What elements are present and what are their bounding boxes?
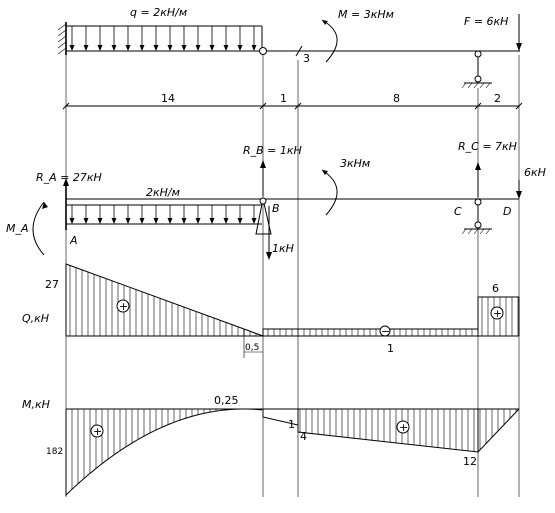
reaction-c-arrow — [475, 162, 481, 170]
reaction-b-label: R_B = 1кН — [243, 144, 302, 157]
m-value-12: 12 — [463, 455, 477, 468]
load-arrow-head — [111, 45, 117, 51]
force-d-label: 6кН — [524, 166, 546, 179]
load-arrow-head — [237, 45, 243, 51]
reaction-a-label: R_A = 27кН — [36, 171, 102, 184]
q-value-05: 0,5 — [245, 343, 259, 353]
m-value-4: 4 — [300, 430, 307, 443]
calc-load-arrow-head — [251, 218, 257, 224]
q-value-6: 6 — [492, 282, 499, 295]
load-arrow-head — [153, 45, 159, 51]
calc-load-arrow-head — [125, 218, 131, 224]
q-negative-region — [243, 328, 479, 337]
dim-2: 2 — [494, 92, 501, 105]
dist-load-label: 2кН/м — [146, 186, 180, 199]
reaction-a-arrow — [63, 178, 69, 186]
calc-load-arrow-head — [111, 218, 117, 224]
support-c-top — [474, 50, 482, 58]
dim-1: 1 — [280, 92, 287, 105]
q-positive-region-2 — [477, 296, 520, 336]
calc-moment-label: 3кНм — [340, 157, 370, 170]
moment-a-arc — [32, 201, 45, 256]
q-sign-neg: − — [381, 325, 390, 338]
wall-hatch — [57, 23, 67, 55]
moment-a-label: M_A — [6, 222, 29, 235]
load-arrow-head — [97, 45, 103, 51]
reaction-b-arrow — [260, 160, 266, 168]
calc-load-arrow-head — [237, 218, 243, 224]
q-hatching — [69, 265, 519, 336]
moment-m-label: M = 3кНм — [338, 8, 394, 21]
calc-load-arrow-head — [209, 218, 215, 224]
load-arrow-head — [195, 45, 201, 51]
load-arrow-head — [181, 45, 187, 51]
force-f-head — [516, 43, 522, 51]
point-c: C — [454, 205, 462, 218]
section-mark — [295, 45, 303, 57]
m-sign-pos-1: + — [93, 425, 102, 438]
moment-arrow-head — [322, 20, 328, 25]
q-sign-pos-1: + — [119, 300, 128, 313]
force-d-arrow — [516, 191, 522, 199]
load-arrow-head — [167, 45, 173, 51]
calc-load-arrow-head — [195, 218, 201, 224]
calc-load-arrow-head — [167, 218, 173, 224]
hinge-b — [259, 47, 267, 55]
dimension-line: 14 1 8 2 — [62, 92, 523, 110]
calc-moment-arrow — [322, 170, 328, 175]
q-axis-label: Q,кН — [22, 312, 49, 325]
m-diagram: M,кН 182 0,25 1 4 12 + + — [22, 394, 520, 497]
calc-load-arrow-head — [97, 218, 103, 224]
load-q-label: q = 2кН/м — [130, 6, 187, 19]
calc-load-arrow-head — [181, 218, 187, 224]
q-value-1: 1 — [387, 342, 394, 355]
m-value-025: 0,25 — [214, 394, 239, 407]
distributed-load-arrows — [69, 26, 257, 51]
force-f-label: F = 6кН — [464, 15, 508, 28]
calc-load-arrows — [69, 205, 257, 224]
calc-load-arrow-head — [139, 218, 145, 224]
force-b-down-arrow — [266, 252, 272, 260]
q-value-27: 27 — [45, 278, 59, 291]
load-arrow-head — [209, 45, 215, 51]
point-a: A — [69, 234, 78, 247]
dim-14: 14 — [161, 92, 175, 105]
load-arrow-head — [125, 45, 131, 51]
load-arrow-head — [83, 45, 89, 51]
m-value-182: 182 — [46, 447, 63, 457]
dim-8: 8 — [393, 92, 400, 105]
calc-load-arrow-head — [83, 218, 89, 224]
force-b-down-label: 1кН — [272, 242, 294, 255]
m-value-1: 1 — [288, 418, 295, 431]
m-sign-pos-2: + — [399, 421, 408, 434]
load-arrow-head — [69, 45, 75, 51]
q-diagram: Q,кН 27 6 1 0,5 + − + — [22, 263, 520, 358]
q-positive-region — [65, 263, 245, 336]
reaction-c-label: R_C = 7кН — [458, 140, 517, 153]
m-parabola — [65, 408, 263, 497]
calc-load-arrow-head — [153, 218, 159, 224]
calc-load-arrow-head — [69, 218, 75, 224]
calc-scheme: R_A = 27кН M_A 2кН/м R_B = 1кН 1кН B 3кН… — [6, 140, 546, 260]
m-axis-label: M,кН — [22, 398, 50, 411]
calc-load-arrow-head — [223, 218, 229, 224]
point-b: B — [272, 202, 280, 215]
moment-arc — [321, 19, 338, 63]
load-arrow-head — [223, 45, 229, 51]
load-arrow-head — [139, 45, 145, 51]
point-d: D — [503, 205, 511, 218]
top-beam: q = 2кН/м 3 M = 3кНм F = 6кН — [57, 6, 522, 89]
hinge-label: 3 — [303, 52, 310, 65]
support-b — [255, 198, 272, 235]
q-sign-pos-2: + — [493, 307, 502, 320]
load-arrow-head — [251, 45, 257, 51]
